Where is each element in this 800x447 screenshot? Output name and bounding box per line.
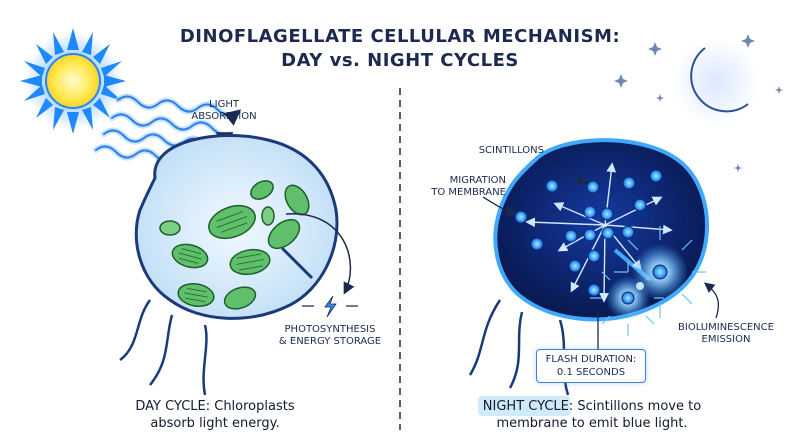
scintillons-label: SCINTILLONS [478,145,544,156]
chloroplasts [159,180,310,310]
photosynthesis-arrow [285,213,355,295]
night-caption-line2: membrane to emit blue light. [496,416,688,431]
page-title-line2: DAY vs. NIGHT CYCLES [281,50,519,71]
flash-line1: FLASH DURATION: [545,354,637,365]
sun-icon [20,28,126,134]
night-cycle-highlight [478,396,570,416]
bioluminescence-bursts [590,226,706,336]
migration-label: MIGRATION TO MEMBRANE [398,175,506,199]
flash-line2: 0.1 SECONDS [556,367,626,378]
star-icon [614,34,783,172]
scintillons-pointer [547,163,589,185]
biolum-label-line2: EMISSION [701,334,751,345]
day-cell [119,134,339,396]
lightning-icon [302,295,358,318]
light-label-line2: ABSORPTION [191,111,257,122]
night-caption-line1: NIGHT CYCLE: Scintillons move to [482,399,702,414]
biolum-label-line1: BIOLUMINESCENCE [678,322,774,333]
night-caption: NIGHT CYCLE: Scintillons move to membran… [462,398,722,432]
light-label-line1: LIGHT [209,99,239,110]
chloroplast-lamellae [178,211,264,303]
migration-label-line2: TO MEMBRANE [431,187,506,198]
moon-icon [672,38,760,126]
flash-duration-box: FLASH DURATION: 0.1 SECONDS [536,349,646,383]
photo-label-line1: PHOTOSYNTHESIS [284,324,376,335]
day-caption-line1: DAY CYCLE: Chloroplasts [135,399,295,414]
light-absorption-label: LIGHT ABSORPTION [184,99,264,123]
migration-pointer [482,196,517,216]
scintillons [514,169,663,297]
photosynthesis-label: PHOTOSYNTHESIS & ENERGY STORAGE [270,324,390,348]
emission-pointer [703,282,720,319]
bioluminescence-label: BIOLUMINESCENCE EMISSION [666,322,786,346]
page-title-line1: DINOFLAGELLATE CELLULAR MECHANISM: [179,26,621,47]
day-caption: DAY CYCLE: Chloroplasts absorb light ene… [100,398,330,432]
migration-label-line1: MIGRATION [449,175,506,186]
photo-label-line2: & ENERGY STORAGE [278,336,382,347]
day-caption-line2: absorb light energy. [150,416,280,431]
